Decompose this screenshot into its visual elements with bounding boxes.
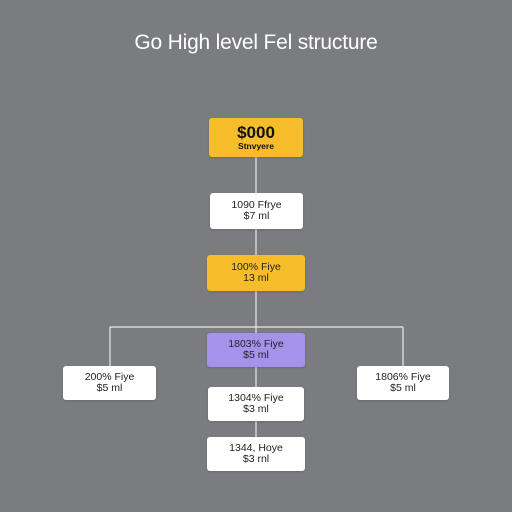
node-level-3-right-label: 1806% Fiye: [375, 370, 431, 383]
node-level-5: 1344, Hoye $3 rnl: [207, 437, 305, 471]
node-level-4-value: $3 ml: [243, 403, 269, 415]
page-title: Go High level Fel structure: [134, 31, 378, 54]
node-level-2-label: 100% Fiye: [231, 260, 281, 273]
node-level-2-value: 13 ml: [243, 272, 269, 284]
node-root-value: $000: [237, 123, 275, 143]
node-level-3-left-value: $5 ml: [96, 382, 123, 394]
node-level-3-center: 1803% Fiye $5 ml: [207, 333, 305, 367]
node-level-3-left-label: 200% Fiye: [84, 370, 135, 383]
node-level-3-center-value: $5 ml: [243, 349, 269, 361]
node-root: $000 Stnvyere: [209, 118, 303, 157]
node-level-3-center-label: 1803% Fiye: [228, 337, 284, 350]
node-level-5-label: 1344, Hoye: [229, 441, 283, 454]
node-level-1-value: $7 ml: [243, 210, 270, 222]
node-root-label: Stnvyere: [238, 140, 274, 151]
node-level-3-left: 200% Fiye $5 ml: [63, 366, 156, 400]
node-level-1-label: 1090 Ffrye: [231, 198, 282, 211]
node-level-1: 1090 Ffrye $7 ml: [210, 193, 303, 229]
node-level-3-right-value: $5 ml: [390, 382, 416, 394]
node-level-3-right: 1806% Fiye $5 ml: [357, 366, 449, 400]
node-level-4-label: 1304% Fiye: [228, 391, 284, 404]
node-level-2: 100% Fiye 13 ml: [207, 255, 305, 291]
node-level-4: 1304% Fiye $3 ml: [208, 387, 304, 421]
node-level-5-value: $3 rnl: [242, 453, 270, 465]
